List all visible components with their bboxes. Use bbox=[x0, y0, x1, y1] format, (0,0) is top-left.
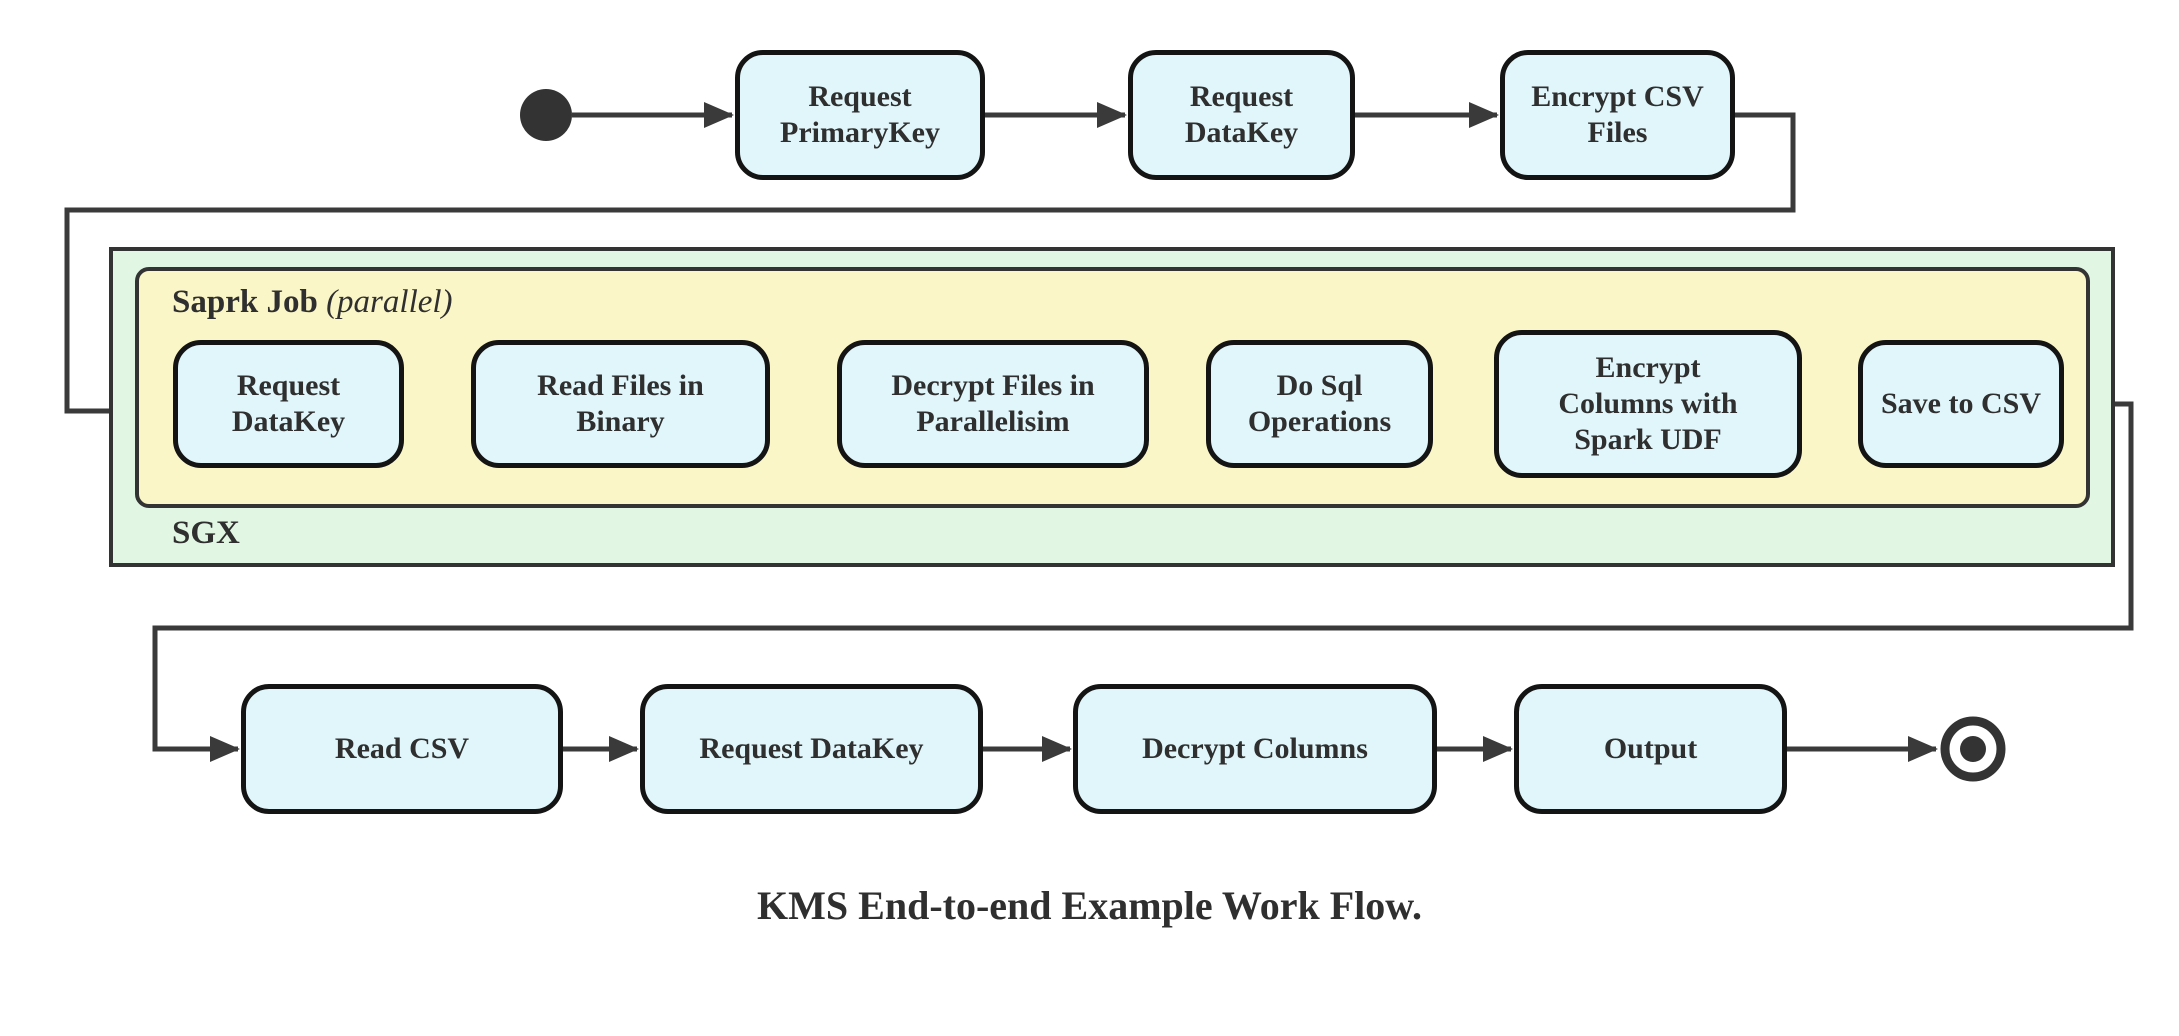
node-request-datakey-top: Request DataKey bbox=[1128, 50, 1355, 180]
edge-save-csv-to-read-csv bbox=[152, 401, 2134, 762]
spark-job-qualifier: (parallel) bbox=[326, 284, 453, 320]
initial-state-dot bbox=[520, 89, 572, 141]
node-save-to-csv: Save to CSV bbox=[1858, 340, 2064, 468]
node-request-primarykey: Request PrimaryKey bbox=[735, 50, 985, 180]
node-read-files-in-binary: Read Files in Binary bbox=[471, 340, 770, 468]
node-decrypt-files-in-parallelisim: Decrypt Files in Parallelisim bbox=[837, 340, 1149, 468]
node-encrypt-csv-files: Encrypt CSV Files bbox=[1500, 50, 1735, 180]
diagram-caption: KMS End-to-end Example Work Flow. bbox=[757, 883, 1422, 928]
node-request-datakey-bottom: Request DataKey bbox=[640, 684, 983, 814]
node-sgx-request-datakey: Request DataKey bbox=[173, 340, 404, 468]
spark-job-title: Saprk Job bbox=[172, 284, 318, 320]
node-read-csv: Read CSV bbox=[241, 684, 563, 814]
spark-job-label: Saprk Job (parallel) bbox=[172, 284, 453, 321]
final-state-inner-dot bbox=[1960, 736, 1986, 762]
edge-encrypt-csv-to-sgx-request-datakey bbox=[64, 112, 1796, 424]
node-do-sql-operations: Do Sql Operations bbox=[1206, 340, 1433, 468]
sgx-label: SGX bbox=[172, 515, 240, 551]
node-output: Output bbox=[1514, 684, 1787, 814]
node-encrypt-columns-with-spark-udf: Encrypt Columns with Spark UDF bbox=[1494, 330, 1802, 478]
node-decrypt-columns: Decrypt Columns bbox=[1073, 684, 1437, 814]
